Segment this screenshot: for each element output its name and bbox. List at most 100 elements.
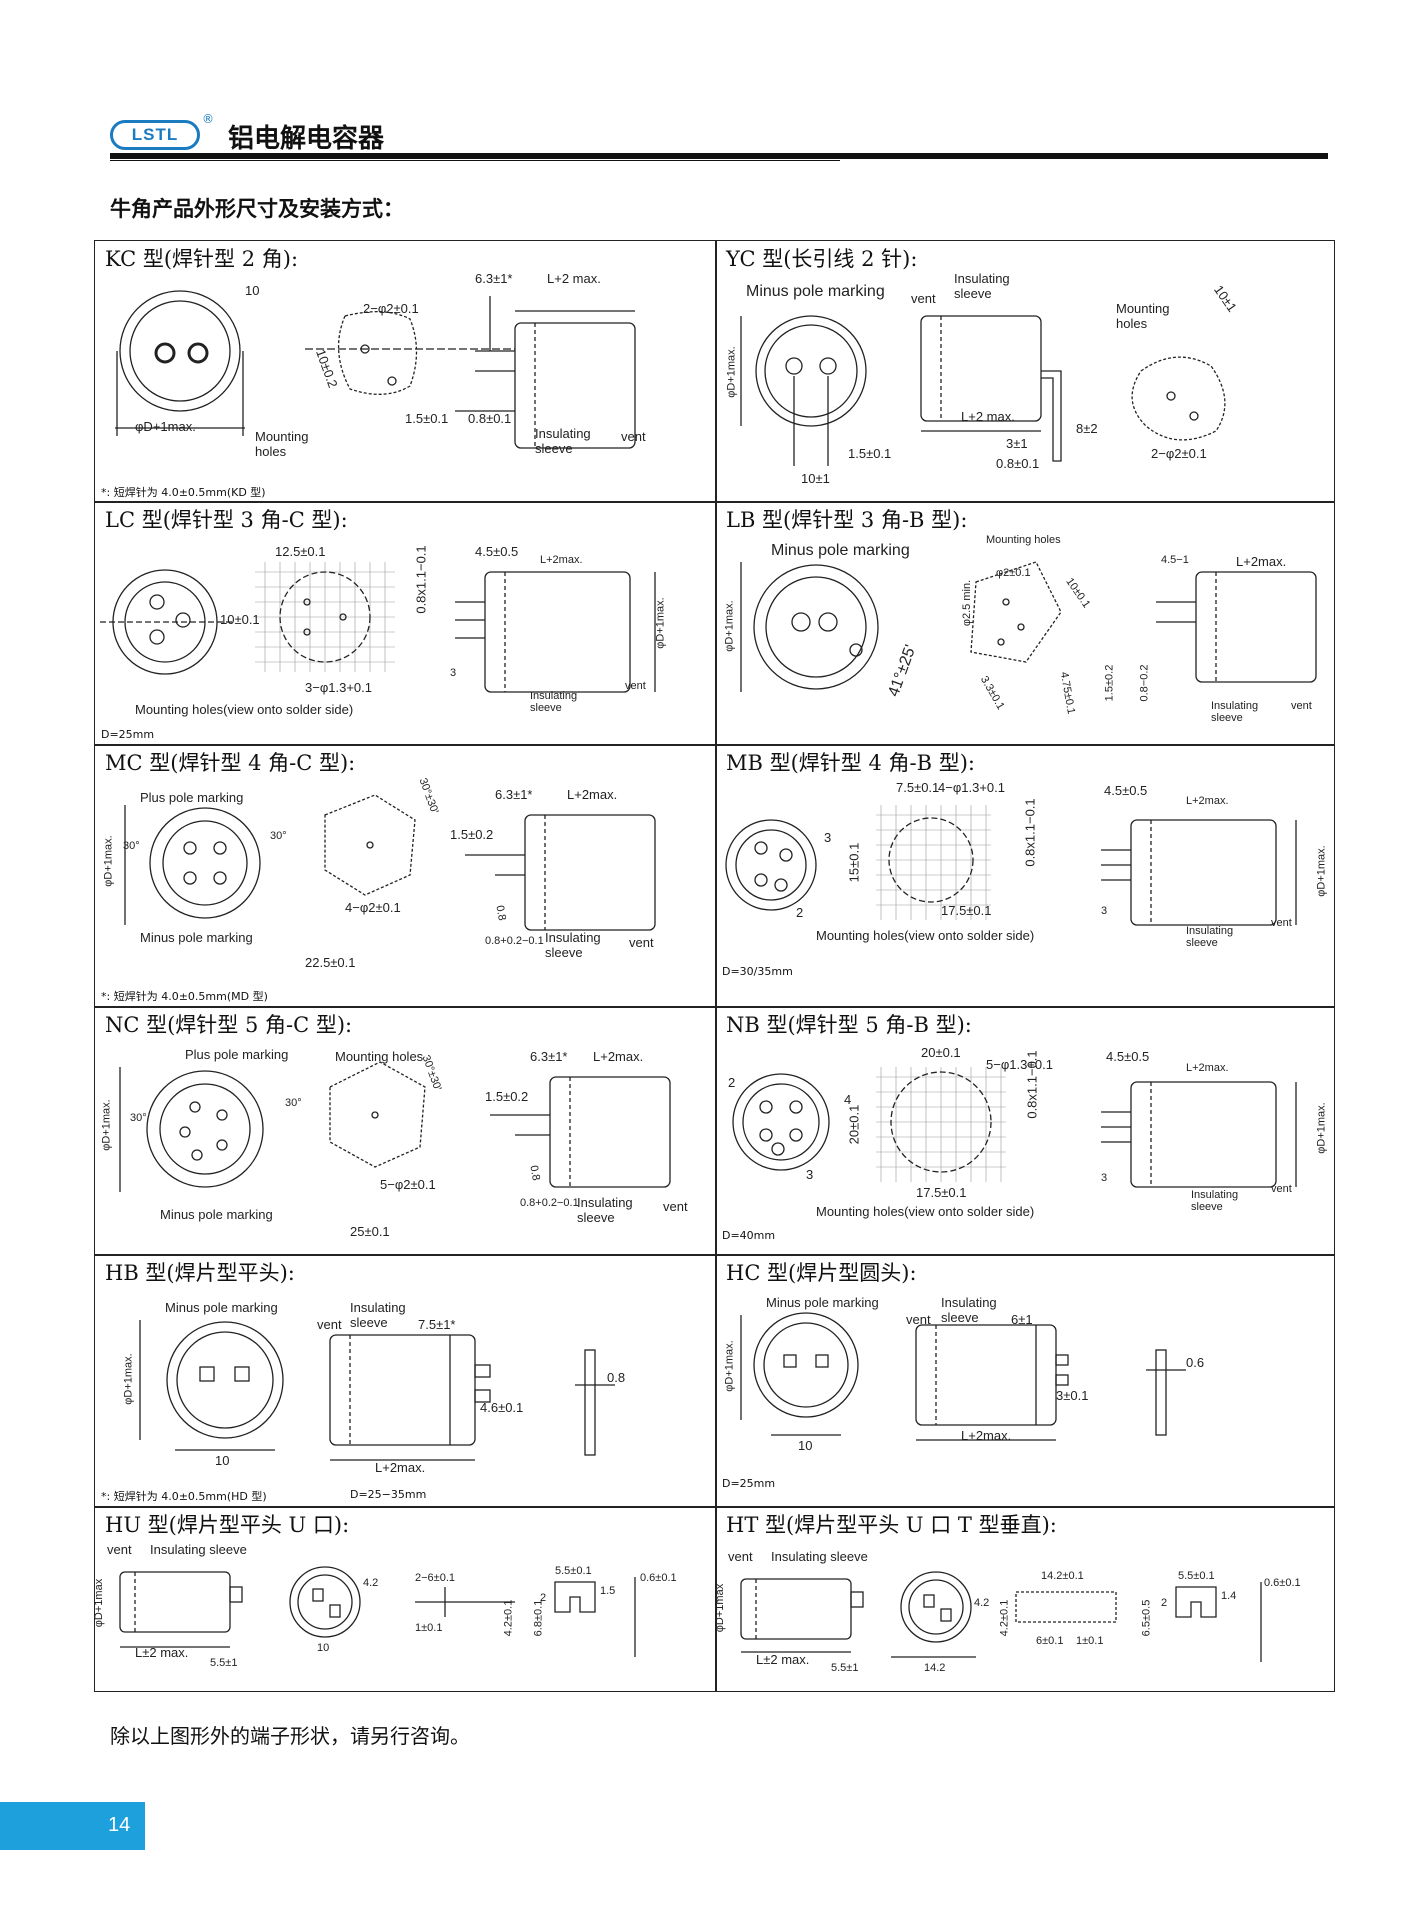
lb-dim: φ2±0.1 bbox=[996, 567, 1031, 579]
ht-dim: 6.5±0.5 bbox=[1140, 1599, 1153, 1637]
mb-vent: vent bbox=[1271, 917, 1292, 929]
nc-dim: 0.8+0.2−0.1 bbox=[520, 1197, 579, 1209]
cell-ht: HT 型(焊片型平头 U 口 T 型垂直): vent Insulating s… bbox=[714, 1507, 1336, 1693]
cell-hc: HC 型(焊片型圆头): Minus pole marking Insulati… bbox=[716, 1255, 1336, 1506]
cell-title: NB 型(焊针型 5 角-B 型): bbox=[726, 1013, 972, 1037]
section-title: 牛角产品外形尺寸及安装方式： bbox=[110, 197, 404, 221]
registered-mark: ® bbox=[202, 112, 214, 126]
yc-minus-pole-marking: Minus pole marking bbox=[746, 283, 885, 300]
cell-title: HU 型(焊片型平头 U 口): bbox=[105, 1513, 350, 1537]
lb-dim: 0.8−0.2 bbox=[1138, 664, 1151, 702]
kc-dim: L+2 max. bbox=[547, 271, 601, 286]
ht-dim: φD+1max bbox=[714, 1583, 727, 1633]
lc-dim: φD+1max. bbox=[654, 597, 667, 649]
nb-pin-2: 2 bbox=[728, 1075, 736, 1090]
mc-insulating-sleeve: Insulating sleeve bbox=[545, 930, 601, 960]
mc-dim: 6.3±1* bbox=[495, 787, 533, 802]
ht-dim: 14.2 bbox=[924, 1662, 946, 1674]
lc-dim: 10±0.1 bbox=[220, 612, 260, 627]
yc-dim: 10±1 bbox=[801, 471, 830, 486]
ht-dim: 4.2 bbox=[974, 1597, 990, 1609]
ht-insulating-sleeve: Insulating sleeve bbox=[771, 1549, 868, 1564]
row-divider bbox=[95, 1506, 1334, 1508]
mb-dim: 7.5±0.1 bbox=[896, 780, 940, 795]
mc-dim: 1.5±0.2 bbox=[450, 827, 494, 842]
cell-mc: MC 型(焊针型 4 角-C 型): Plus pole marking Min… bbox=[95, 745, 715, 1006]
lb-insulating-sleeve: Insulating sleeve bbox=[1211, 700, 1259, 724]
hu-dim: 6.8±0.1 bbox=[532, 1599, 545, 1637]
lb-dim: φD+1max. bbox=[723, 600, 736, 652]
cell-title: HT 型(焊片型平头 U 口 T 型垂直): bbox=[726, 1513, 1057, 1537]
yc-vent: vent bbox=[911, 291, 936, 306]
hu-dim: 1.5 bbox=[600, 1585, 616, 1597]
kc-dim: 0.8±0.1 bbox=[468, 411, 512, 426]
nb-dim: 3 bbox=[1101, 1172, 1108, 1184]
mc-plus-pole-marking: Plus pole marking bbox=[140, 790, 244, 805]
nc-angle: 30° bbox=[130, 1112, 147, 1124]
nb-dim: 4.5±0.5 bbox=[1106, 1049, 1150, 1064]
lc-insulating-sleeve: Insulating sleeve bbox=[530, 690, 578, 714]
hu-dim: L±2 max. bbox=[135, 1645, 189, 1660]
cell-nc: NC 型(焊针型 5 角-C 型): Plus pole marking Mou… bbox=[95, 1007, 715, 1254]
header-rule bbox=[110, 153, 1328, 159]
nb-drawing bbox=[732, 1067, 1297, 1188]
nc-dim: 0.8 bbox=[527, 1164, 542, 1182]
ht-dim: 1.4 bbox=[1221, 1590, 1237, 1602]
hu-dim: 1±0.1 bbox=[415, 1622, 443, 1634]
brand-logo: LSTL bbox=[110, 120, 200, 150]
nb-dim: φD+1max. bbox=[1315, 1102, 1328, 1154]
mc-dim: φD+1max. bbox=[102, 835, 115, 887]
hc-dim: 0.6 bbox=[1186, 1355, 1205, 1370]
nb-pin-4: 4 bbox=[844, 1092, 852, 1107]
mc-dim: 0.8+0.2−0.1 bbox=[485, 935, 544, 947]
mc-dim: 4−φ2±0.1 bbox=[345, 900, 401, 915]
page-number: 14 bbox=[108, 1814, 131, 1836]
nb-dim: L+2max. bbox=[1186, 1062, 1229, 1074]
ht-dim: 5.5±1 bbox=[831, 1662, 859, 1674]
hb-dim: 7.5±1* bbox=[418, 1317, 456, 1332]
hb-note: *: 短焊针为 4.0±0.5mm(HD 型) bbox=[101, 1490, 267, 1503]
cell-title: MB 型(焊针型 4 角-B 型): bbox=[726, 751, 975, 775]
mc-dim: 0.8 bbox=[493, 904, 508, 922]
cell-title: HC 型(焊片型圆头): bbox=[726, 1261, 917, 1285]
yc-mounting-holes: Mounting holes bbox=[1116, 301, 1170, 331]
header-rule-thin bbox=[110, 160, 840, 161]
nc-minus-pole-marking: Minus pole marking bbox=[160, 1207, 273, 1222]
nb-insulating-sleeve: Insulating sleeve bbox=[1191, 1189, 1239, 1213]
ht-dim: 2 bbox=[1161, 1597, 1168, 1609]
cell-hb: HB 型(焊片型平头): Minus pole marking Insulati… bbox=[95, 1255, 715, 1506]
mb-dim: L+2max. bbox=[1186, 795, 1229, 807]
hb-minus-pole-marking: Minus pole marking bbox=[165, 1300, 278, 1315]
yc-dim: 8±2 bbox=[1076, 421, 1098, 436]
nc-plus-pole-marking: Plus pole marking bbox=[185, 1047, 289, 1062]
yc-insulating-sleeve: Insulating sleeve bbox=[954, 271, 1010, 301]
nb-dim: 0.8x1.1−0.1 bbox=[1024, 1050, 1040, 1119]
cell-title: LC 型(焊针型 3 角-C 型): bbox=[105, 508, 348, 532]
lc-mounting-holes: Mounting holes(view onto solder side) bbox=[135, 702, 354, 717]
ht-dim: 14.2±0.1 bbox=[1041, 1570, 1084, 1582]
nb-dim: 5−φ1.3+0.1 bbox=[986, 1057, 1053, 1072]
hc-dim: L+2max. bbox=[961, 1428, 1012, 1443]
nc-drawing bbox=[119, 1061, 671, 1192]
nc-mounting-holes: Mounting holes bbox=[335, 1049, 424, 1064]
page-header: LSTL ® 铝电解电容器 bbox=[110, 110, 1325, 160]
kc-dim: 2−φ2±0.1 bbox=[363, 301, 419, 316]
nc-angle: 30° bbox=[285, 1097, 302, 1109]
nc-insulating-sleeve: Insulating sleeve bbox=[577, 1195, 633, 1225]
mb-dim: 4.5±0.5 bbox=[1104, 783, 1148, 798]
cell-hu: HU 型(焊片型平头 U 口): vent Insulating sleeve … bbox=[93, 1507, 715, 1693]
hc-minus-pole-marking: Minus pole marking bbox=[766, 1295, 879, 1310]
hu-vent: vent bbox=[107, 1542, 132, 1557]
mb-note: D=30/35mm bbox=[722, 965, 793, 978]
mb-dim: 4−φ1.3+0.1 bbox=[938, 780, 1005, 795]
hu-dim: 0.6±0.1 bbox=[640, 1572, 677, 1584]
cell-title: LB 型(焊针型 3 角-B 型): bbox=[726, 508, 968, 532]
hc-dim: 3±0.1 bbox=[1056, 1388, 1089, 1403]
ht-dim: 4.2±0.1 bbox=[998, 1599, 1011, 1637]
hb-note-2: D=25−35mm bbox=[350, 1488, 427, 1501]
mb-pin-3: 3 bbox=[824, 830, 832, 845]
kc-dim: φD+1max. bbox=[135, 419, 196, 434]
cell-title: MC 型(焊针型 4 角-C 型): bbox=[105, 751, 356, 775]
nb-dim: 20±0.1 bbox=[846, 1104, 862, 1145]
lc-note: D=25mm bbox=[101, 728, 155, 741]
